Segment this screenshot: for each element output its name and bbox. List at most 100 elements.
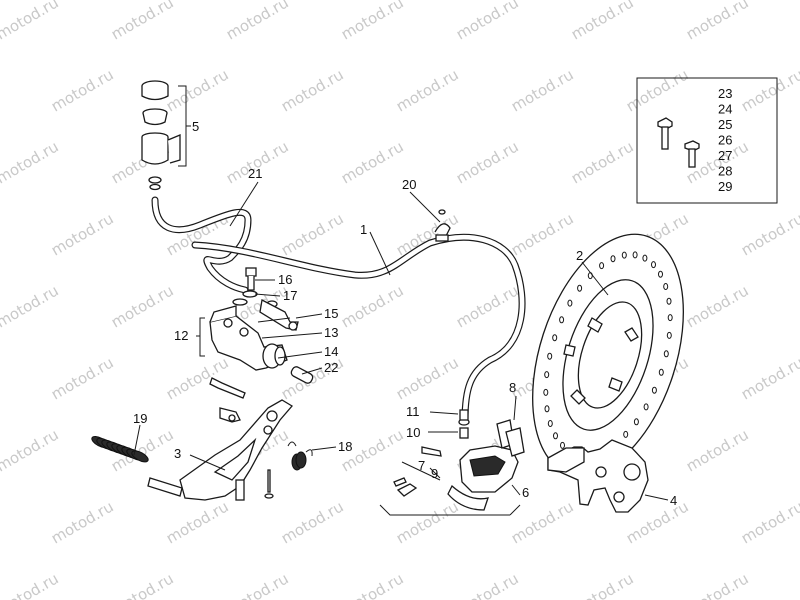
watermark-text: motod.ru — [453, 569, 522, 600]
watermark-text: motod.ru — [683, 0, 752, 43]
disc-hole — [559, 316, 565, 324]
return-spring — [287, 441, 313, 471]
disc-hole — [552, 334, 558, 342]
label-9: 9 — [431, 466, 438, 481]
watermark-text: motod.ru — [393, 497, 462, 547]
label-14: 14 — [324, 344, 338, 359]
watermark-text: motod.ru — [0, 0, 62, 43]
label-20: 20 — [402, 177, 416, 192]
watermark-text: motod.ru — [738, 353, 800, 403]
brake-fluid-reservoir — [141, 80, 191, 191]
watermark-text: motod.ru — [0, 281, 62, 331]
disc-hole — [547, 420, 553, 427]
watermark-text: motod.ru — [278, 497, 347, 547]
label-12: 12 — [174, 328, 188, 343]
disc-hole — [544, 371, 550, 379]
watermark-text: motod.ru — [0, 569, 62, 600]
disc-hole — [667, 314, 673, 322]
watermark-text: motod.ru — [683, 281, 752, 331]
legend-label-25: 25 — [718, 117, 732, 132]
label-2: 2 — [576, 248, 583, 263]
label-11: 11 — [406, 404, 420, 419]
disc-hole — [610, 255, 616, 263]
watermark-text: motod.ru — [338, 281, 407, 331]
label-13: 13 — [324, 325, 338, 340]
disc-hole — [663, 350, 669, 358]
disc-hole — [658, 368, 664, 376]
label-22: 22 — [324, 360, 338, 375]
label-19: 19 — [133, 411, 147, 426]
label-21: 21 — [248, 166, 262, 181]
watermark-text: motod.ru — [163, 497, 232, 547]
pedal-rubber — [91, 435, 149, 463]
watermark-text: motod.ru — [48, 353, 117, 403]
brake-pedal — [91, 399, 313, 501]
watermark-text: motod.ru — [0, 497, 2, 547]
watermark-text: motod.ru — [393, 65, 462, 115]
watermark-text: motod.ru — [453, 137, 522, 187]
legend-label-26: 26 — [718, 133, 732, 148]
watermark-text: motod.ru — [508, 65, 577, 115]
disc-hole — [633, 418, 639, 426]
label-6: 6 — [522, 485, 529, 500]
label-3: 3 — [174, 446, 181, 461]
watermark-text: motod.ru — [278, 65, 347, 115]
legend-frame — [636, 77, 778, 204]
label-16: 16 — [278, 272, 292, 287]
watermark-text: motod.ru — [48, 209, 117, 259]
disc-hole — [587, 272, 593, 280]
label-7: 7 — [418, 458, 425, 473]
watermark-text: motod.ru — [393, 353, 462, 403]
label-17: 17 — [283, 288, 297, 303]
disc-hole — [632, 251, 638, 259]
watermark-text: motod.ru — [683, 425, 752, 475]
watermark-text: motod.ru — [108, 569, 177, 600]
watermark-text: motod.ru — [338, 0, 407, 43]
part-labels: 1 2 3 4 5 6 7 8 9 10 11 12 13 14 15 16 1… — [133, 119, 677, 508]
disc-hole — [560, 441, 565, 449]
disc-hole — [651, 261, 656, 269]
label-10: 10 — [406, 425, 420, 440]
watermark-text: motod.ru — [0, 425, 62, 475]
watermark-text: motod.ru — [683, 569, 752, 600]
disc-hole — [642, 254, 648, 262]
disc-hole — [577, 284, 583, 292]
legend-label-27: 27 — [718, 148, 732, 163]
watermark-text: motod.ru — [738, 497, 800, 547]
disc-hole — [658, 270, 663, 278]
watermark-text: motod.ru — [453, 0, 522, 43]
watermark-text: motod.ru — [508, 209, 577, 259]
watermark-text: motod.ru — [738, 65, 800, 115]
watermark-text: motod.ru — [223, 0, 292, 43]
watermark-text: motod.ru — [278, 209, 347, 259]
watermark-text: motod.ru — [108, 281, 177, 331]
reservoir-hose — [151, 196, 252, 294]
watermark-text: motod.ru — [48, 65, 117, 115]
disc-hole — [621, 251, 627, 259]
disc-hole — [543, 388, 549, 396]
watermark-text: motod.ru — [568, 0, 637, 43]
disc-hole — [553, 432, 558, 440]
disc-hole — [544, 405, 550, 413]
watermark-text: motod.ru — [108, 0, 177, 43]
disc-hole — [666, 297, 672, 305]
label-1: 1 — [360, 222, 367, 237]
watermark-text: motod.ru — [0, 137, 62, 187]
watermark-text: motod.ru — [623, 65, 692, 115]
watermark-text: motod.ru — [223, 569, 292, 600]
watermark-text: motod.ru — [508, 497, 577, 547]
legend-label-28: 28 — [718, 164, 732, 179]
legend-label-24: 24 — [718, 102, 732, 117]
disc-hole — [651, 386, 657, 394]
watermark-text: motod.ru — [338, 137, 407, 187]
rubber-ridge — [131, 450, 149, 463]
watermark-text: motod.ru — [568, 569, 637, 600]
brake-hose — [191, 233, 526, 424]
label-15: 15 — [324, 306, 338, 321]
watermark-text: motod.ru — [338, 569, 407, 600]
disc-hole — [666, 331, 672, 339]
watermark-text: motod.ru — [0, 65, 2, 115]
